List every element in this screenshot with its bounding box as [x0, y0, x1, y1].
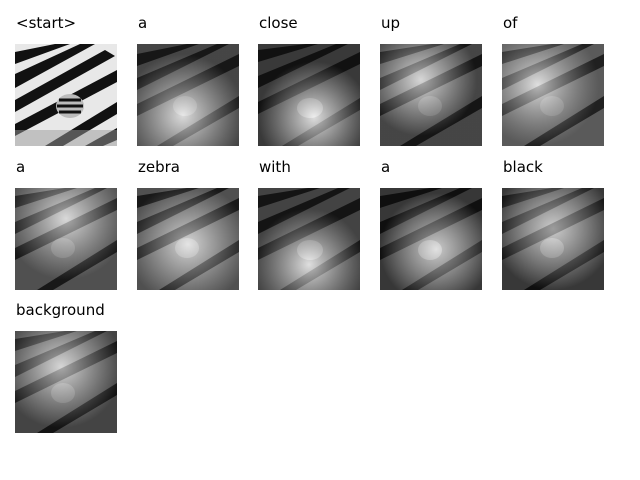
- caption-word: up: [381, 14, 401, 32]
- zebra-attention-map: [137, 44, 239, 146]
- caption-cell: <start>: [15, 14, 119, 146]
- caption-cell: close: [258, 14, 362, 146]
- caption-cell: black: [502, 158, 606, 290]
- zebra-image-original: [15, 44, 117, 146]
- zebra-attention-map: [380, 188, 482, 290]
- caption-word: a: [381, 158, 391, 176]
- caption-word: of: [503, 14, 518, 32]
- caption-word: a: [138, 14, 148, 32]
- zebra-attention-map: [137, 188, 239, 290]
- caption-cell: zebra: [137, 158, 241, 290]
- caption-word: black: [503, 158, 543, 176]
- caption-word: background: [16, 301, 105, 319]
- zebra-attention-map: [15, 188, 117, 290]
- caption-cell: up: [380, 14, 484, 146]
- caption-word: close: [259, 14, 298, 32]
- caption-word: with: [259, 158, 291, 176]
- zebra-attention-map: [258, 44, 360, 146]
- caption-cell: a: [137, 14, 241, 146]
- caption-cell: a: [380, 158, 484, 290]
- caption-cell: with: [258, 158, 362, 290]
- zebra-attention-map: [380, 44, 482, 146]
- zebra-attention-map: [258, 188, 360, 290]
- caption-cell: of: [502, 14, 606, 146]
- caption-cell: background: [15, 301, 119, 433]
- caption-word: a: [16, 158, 26, 176]
- caption-word: zebra: [138, 158, 180, 176]
- zebra-attention-map: [502, 44, 604, 146]
- zebra-attention-map: [502, 188, 604, 290]
- caption-word: <start>: [16, 14, 77, 32]
- caption-cell: a: [15, 158, 119, 290]
- zebra-attention-map: [15, 331, 117, 433]
